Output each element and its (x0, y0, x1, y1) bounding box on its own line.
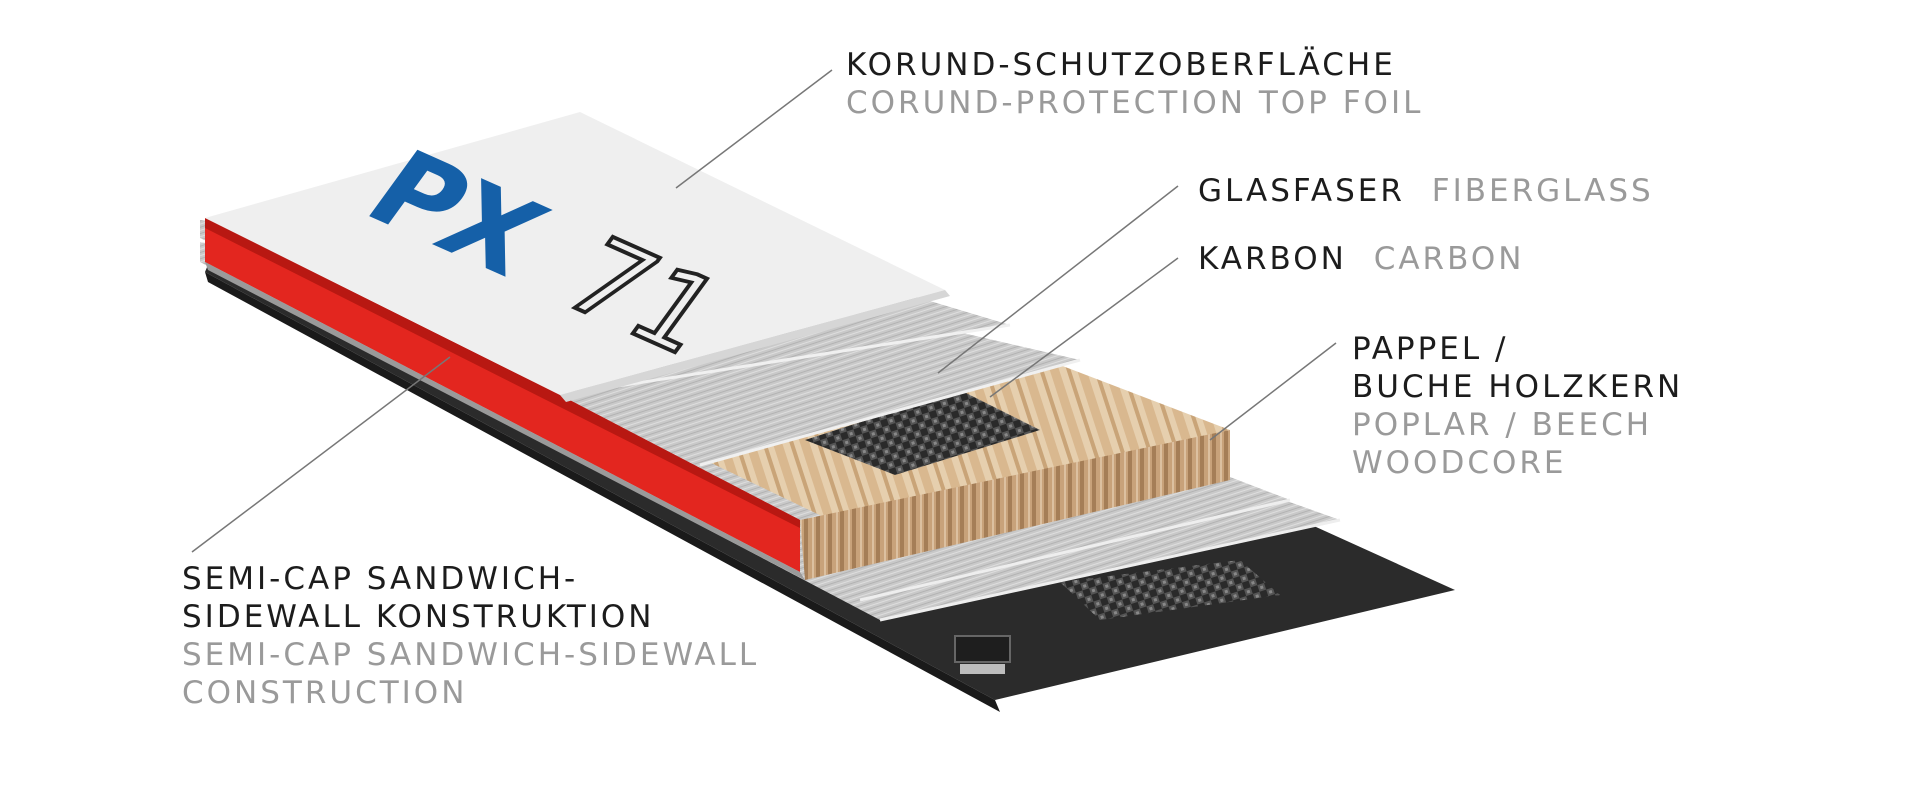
label-carbon-de: KARBON (1198, 241, 1347, 277)
sidewall-highlight (205, 218, 800, 528)
leader-woodcore (1209, 342, 1337, 441)
label-sidewall-en-2: CONSTRUCTION (182, 675, 468, 711)
steel-edge-detail (954, 635, 1011, 663)
leader-top-foil (675, 69, 833, 189)
label-woodcore-en-1: POPLAR / BEECH (1352, 407, 1653, 443)
woodcore-side (800, 430, 1230, 580)
base-edge (205, 272, 1000, 712)
label-woodcore: PAPPEL / BUCHE HOLZKERN POPLAR / BEECH W… (1352, 330, 1683, 482)
label-top-foil: KORUND-SCHUTZOBERFLÄCHE CORUND-PROTECTIO… (846, 46, 1423, 122)
label-carbon: KARBON CARBON (1198, 240, 1524, 278)
woodcore-carbon (805, 390, 1040, 475)
label-sidewall-de-1: SEMI-CAP SANDWICH- (182, 561, 579, 597)
top-foil (205, 112, 945, 395)
label-woodcore-en-2: WOODCORE (1352, 445, 1567, 481)
base-carbon-patch (1060, 560, 1280, 620)
label-fiberglass: GLASFASER FIBERGLASS (1198, 172, 1654, 210)
label-woodcore-de-2: BUCHE HOLZKERN (1352, 369, 1684, 405)
label-woodcore-de-1: PAPPEL / (1352, 331, 1509, 367)
label-fiberglass-en: FIBERGLASS (1431, 173, 1654, 209)
leader-carbon (989, 257, 1179, 398)
label-fiberglass-de: GLASFASER (1198, 173, 1405, 209)
red-sidewall (205, 218, 800, 572)
label-carbon-en: CARBON (1373, 241, 1525, 277)
label-top-foil-en: CORUND-PROTECTION TOP FOIL (846, 85, 1424, 121)
label-top-foil-de: KORUND-SCHUTZOBERFLÄCHE (846, 47, 1396, 83)
top-foil-shade (560, 290, 950, 402)
label-sidewall-en-1: SEMI-CAP SANDWICH-SIDEWALL (182, 637, 760, 673)
label-sidewall-de-2: SIDEWALL KONSTRUKTION (182, 599, 655, 635)
label-sidewall: SEMI-CAP SANDWICH- SIDEWALL KONSTRUKTION… (182, 560, 759, 712)
leader-sidewall (191, 356, 451, 553)
leader-fiberglass (937, 185, 1179, 374)
sidewall-bottom-edge (205, 262, 805, 580)
